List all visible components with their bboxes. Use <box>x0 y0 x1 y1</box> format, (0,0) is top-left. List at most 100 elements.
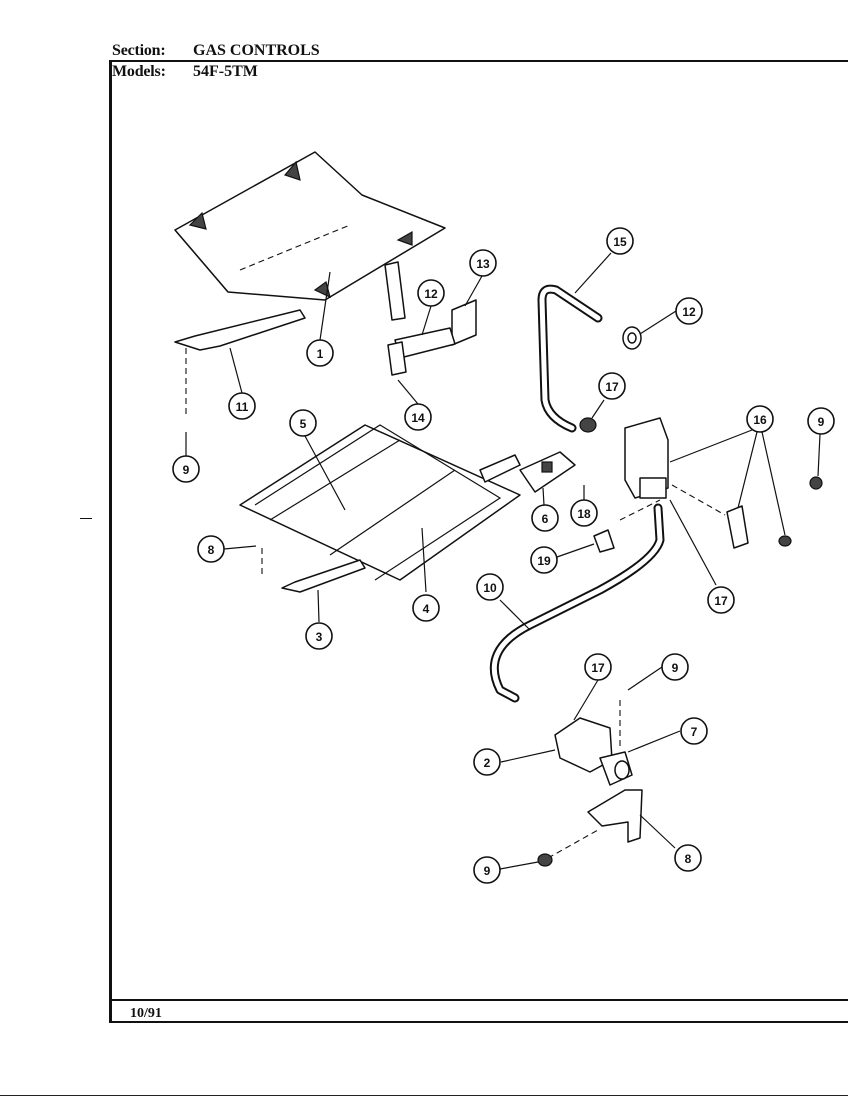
page-bottom-rule <box>0 1095 848 1096</box>
callout-c9a: 9 <box>172 455 200 483</box>
callout-number: 9 <box>484 864 491 878</box>
callout-circle <box>707 586 735 614</box>
callout-number: 1 <box>317 347 324 361</box>
section-title: GAS CONTROLS <box>193 42 320 59</box>
callout-number: 8 <box>208 543 215 557</box>
callout-circle <box>289 409 317 437</box>
callout-c16: 16 <box>746 405 774 433</box>
callout-number: 13 <box>476 257 490 271</box>
callout-circle <box>530 546 558 574</box>
part-lower-burner-shield <box>239 424 521 581</box>
callout-number: 4 <box>423 602 430 616</box>
part-fitting-upper <box>579 417 597 433</box>
part-lower-bracket <box>261 548 366 593</box>
part-gas-tube-upper <box>537 284 603 433</box>
callout-circle <box>531 504 559 532</box>
callout-circle <box>417 279 445 307</box>
callout-circle <box>680 717 708 745</box>
part-shield-bracket <box>174 309 306 415</box>
callout-circle <box>228 392 256 420</box>
callout-number: 6 <box>542 512 549 526</box>
callout-number: 14 <box>411 411 425 425</box>
callout-c17b: 17 <box>707 586 735 614</box>
callout-number: 5 <box>300 417 307 431</box>
callout-number: 11 <box>236 400 249 414</box>
callout-c14: 14 <box>404 403 432 431</box>
callout-c2: 2 <box>473 748 501 776</box>
footer-divider <box>112 999 848 1001</box>
callout-number: 17 <box>714 594 728 608</box>
callout-c6: 6 <box>531 504 559 532</box>
callout-circle <box>476 573 504 601</box>
callout-circle <box>661 653 689 681</box>
callout-c5: 5 <box>289 409 317 437</box>
callout-c13: 13 <box>469 249 497 277</box>
callout-circle <box>675 297 703 325</box>
callout-c15: 15 <box>606 227 634 255</box>
callout-c18: 18 <box>570 499 598 527</box>
callout-c4: 4 <box>412 594 440 622</box>
callout-circle <box>412 594 440 622</box>
part-nut-right <box>622 326 642 350</box>
callout-c9c: 9 <box>661 653 689 681</box>
callout-number: 18 <box>577 507 591 521</box>
callout-circle <box>197 535 225 563</box>
callout-number: 3 <box>316 630 323 644</box>
callout-number: 19 <box>537 554 551 568</box>
callout-circle <box>598 372 626 400</box>
callout-number: 12 <box>682 305 696 319</box>
callout-c7: 7 <box>680 717 708 745</box>
leader-lines <box>185 252 821 870</box>
callout-c12b: 12 <box>675 297 703 325</box>
callout-circle <box>306 339 334 367</box>
callout-number: 2 <box>484 756 491 770</box>
callout-circle <box>746 405 774 433</box>
callout-number: 16 <box>753 413 767 427</box>
callout-circle <box>469 249 497 277</box>
part-burner-shield <box>174 151 446 321</box>
callout-c11: 11 <box>228 392 256 420</box>
callout-number: 9 <box>672 661 679 675</box>
callout-circle <box>473 856 501 884</box>
models-label: Models: <box>112 63 166 80</box>
callout-circle <box>584 653 612 681</box>
models-value: 54F-5TM <box>193 63 258 80</box>
callout-c9d: 9 <box>473 856 501 884</box>
callout-circle <box>807 407 835 435</box>
callout-c12a: 12 <box>417 279 445 307</box>
callout-number: 9 <box>818 415 825 429</box>
callout-number: 8 <box>685 852 692 866</box>
section-label: Section: <box>112 42 166 59</box>
callout-circle <box>404 403 432 431</box>
part-fitting-19 <box>593 529 615 553</box>
callout-circle <box>570 499 598 527</box>
part-gas-tube-lower <box>489 503 665 703</box>
part-regulator <box>624 417 823 549</box>
part-valve-bracket <box>537 789 643 867</box>
callout-c17c: 17 <box>584 653 612 681</box>
callout-number: 10 <box>483 581 497 595</box>
part-valve-body <box>554 717 633 786</box>
callout-circle <box>172 455 200 483</box>
diagram-frame <box>109 60 848 1023</box>
callout-c17a: 17 <box>598 372 626 400</box>
footer-date: 10/91 <box>130 1006 162 1021</box>
callout-number: 12 <box>424 287 438 301</box>
callout-number: 7 <box>691 725 698 739</box>
callout-circle <box>606 227 634 255</box>
callout-c3: 3 <box>305 622 333 650</box>
part-igniter <box>519 451 576 493</box>
callout-circle <box>305 622 333 650</box>
callout-c8a: 8 <box>197 535 225 563</box>
callout-number: 15 <box>613 235 627 249</box>
callout-circle <box>674 844 702 872</box>
callout-number: 17 <box>605 380 619 394</box>
callout-number: 17 <box>591 661 605 675</box>
callout-circle <box>473 748 501 776</box>
callout-number: 9 <box>183 463 190 477</box>
margin-mark <box>80 518 92 519</box>
callout-c9b: 9 <box>807 407 835 435</box>
callout-c1: 1 <box>306 339 334 367</box>
